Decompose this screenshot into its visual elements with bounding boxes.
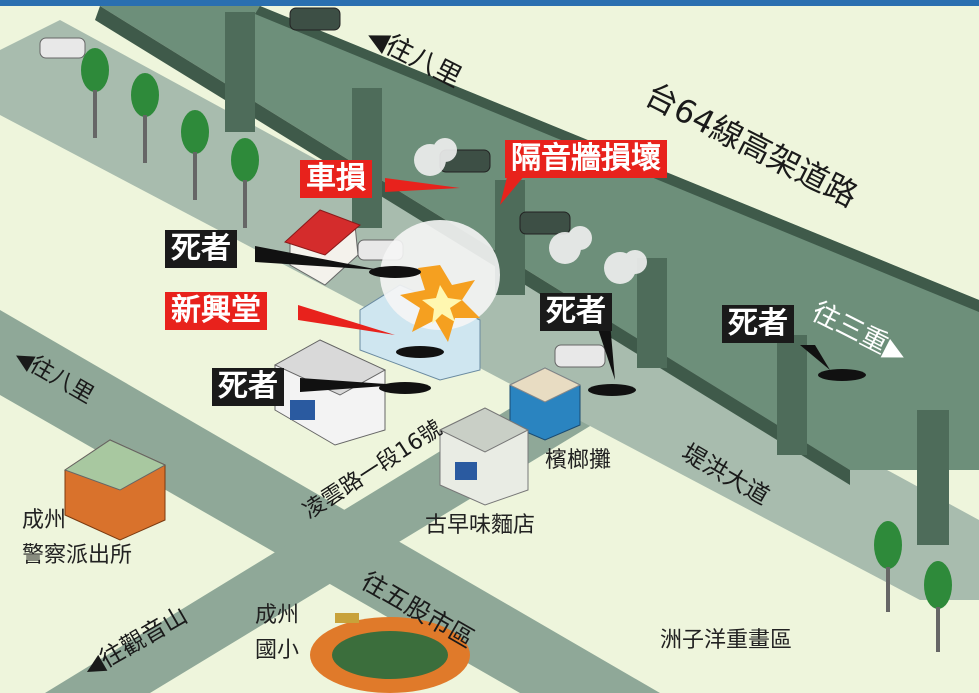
betel-stand-building bbox=[508, 367, 582, 441]
police-label-line2: 警察派出所 bbox=[22, 543, 133, 568]
soundwall-tag: 隔音牆損壞 bbox=[505, 140, 667, 178]
police-station-building bbox=[63, 439, 167, 541]
pillar bbox=[917, 410, 949, 545]
car-damage-tag: 車損 bbox=[300, 160, 372, 198]
top-border bbox=[0, 0, 979, 6]
police-label-line1: 成州 bbox=[22, 508, 67, 533]
school-field bbox=[310, 613, 470, 693]
pillar bbox=[352, 88, 382, 228]
dead-tag-1: 死者 bbox=[165, 230, 237, 268]
betel-stand-label: 檳榔攤 bbox=[545, 448, 612, 473]
school-label-line2: 國小 bbox=[255, 638, 300, 663]
xinxing-tag: 新興堂 bbox=[165, 292, 267, 330]
highway-deck bbox=[100, 6, 979, 470]
white-building bbox=[273, 339, 387, 446]
pillar bbox=[777, 335, 807, 455]
explosion bbox=[380, 220, 500, 342]
noodle-shop-building bbox=[438, 407, 530, 506]
pillar bbox=[225, 12, 255, 132]
trees bbox=[81, 48, 952, 652]
dead-tag-3: 死者 bbox=[540, 293, 612, 331]
cars bbox=[39, 7, 606, 368]
pillar bbox=[637, 258, 667, 368]
callout-pointers bbox=[255, 165, 830, 392]
noodle-shop-label: 古早味麵店 bbox=[425, 513, 536, 538]
school-label-line1: 成州 bbox=[255, 603, 300, 628]
smoke bbox=[414, 138, 647, 284]
road-wugu bbox=[0, 310, 660, 693]
zone-label: 洲子洋重畫區 bbox=[660, 628, 793, 653]
pillar bbox=[495, 180, 525, 295]
dead-tag-2: 死者 bbox=[212, 368, 284, 406]
dead-tag-4: 死者 bbox=[722, 305, 794, 343]
